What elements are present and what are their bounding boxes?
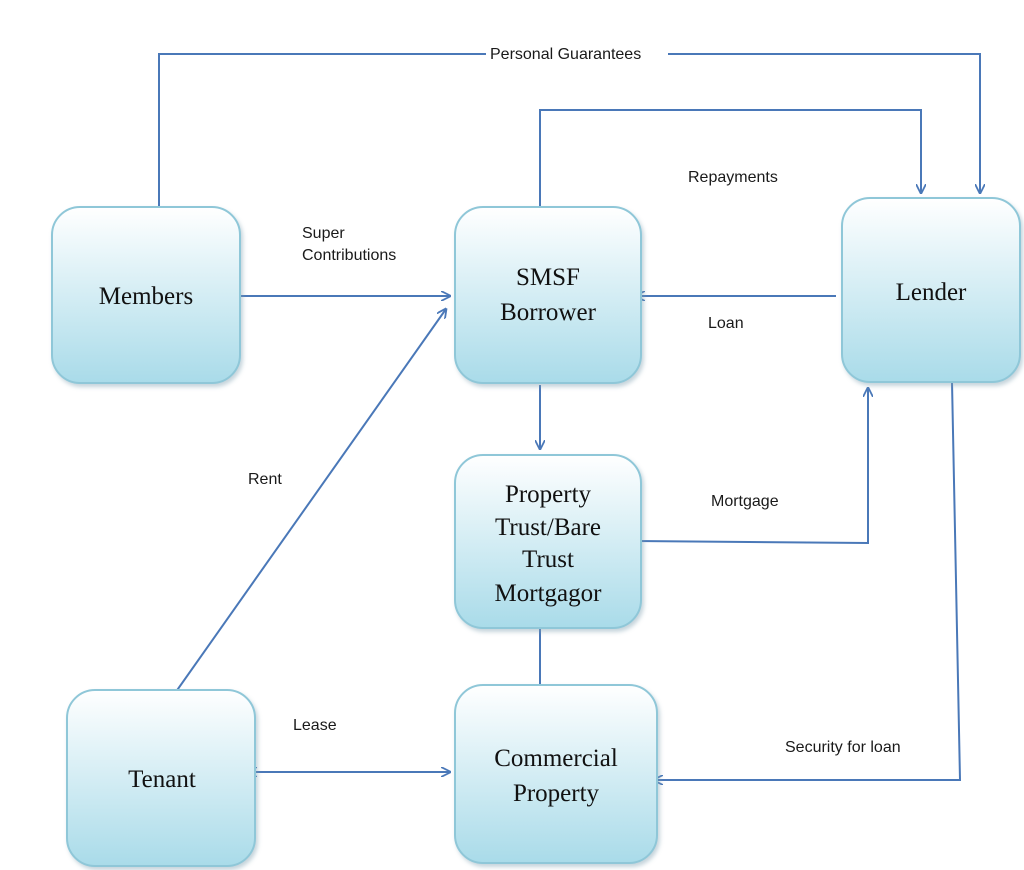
- mortgage-arrow: [627, 388, 868, 545]
- property-trust-label-line-2: Trust/Bare: [495, 514, 601, 541]
- property-trust-label-line-4: Mortgagor: [495, 580, 603, 607]
- super-contributions-label-line-2: Contributions: [302, 247, 396, 264]
- repayments-label: Repayments: [688, 169, 778, 186]
- commercial-property-label-line-2: Property: [513, 780, 600, 807]
- tenant-label: Tenant: [128, 766, 196, 793]
- security-for-loan-label: Security for loan: [785, 739, 901, 756]
- smsf-label-line-1: SMSF: [516, 264, 580, 291]
- commercial-property-box: [454, 684, 658, 864]
- node-boxes: [51, 197, 1021, 867]
- connectors: [158, 53, 980, 780]
- rent-arrow: [160, 309, 446, 714]
- lease-label: Lease: [293, 717, 337, 734]
- node-labels: Members SMSF Borrower Lender Property Tr…: [99, 264, 967, 807]
- members-label: Members: [99, 283, 193, 310]
- personal-guarantees-arrow: [158, 53, 980, 208]
- lender-label: Lender: [896, 279, 967, 306]
- members-box: [51, 206, 241, 384]
- mortgage-label: Mortgage: [711, 493, 779, 510]
- smsf-label-line-2: Borrower: [500, 299, 596, 326]
- property-trust-box: [454, 454, 642, 629]
- property-trust-label-line-1: Property: [505, 481, 592, 508]
- loan-label: Loan: [708, 315, 744, 332]
- rent-label: Rent: [248, 471, 282, 488]
- personal-guarantees-label: Personal Guarantees: [490, 46, 641, 63]
- lender-box: [841, 197, 1021, 383]
- tenant-box: [66, 689, 256, 867]
- edge-labels: Personal Guarantees Repayments Super Con…: [248, 46, 901, 756]
- property-trust-label-line-3: Trust: [522, 546, 574, 573]
- commercial-property-label-line-1: Commercial: [494, 745, 618, 772]
- security-for-loan-arrow: [654, 381, 962, 780]
- repayments-arrow: [539, 109, 921, 208]
- smsf-borrower-box: [454, 206, 642, 384]
- super-contributions-label-line-1: Super: [302, 225, 345, 242]
